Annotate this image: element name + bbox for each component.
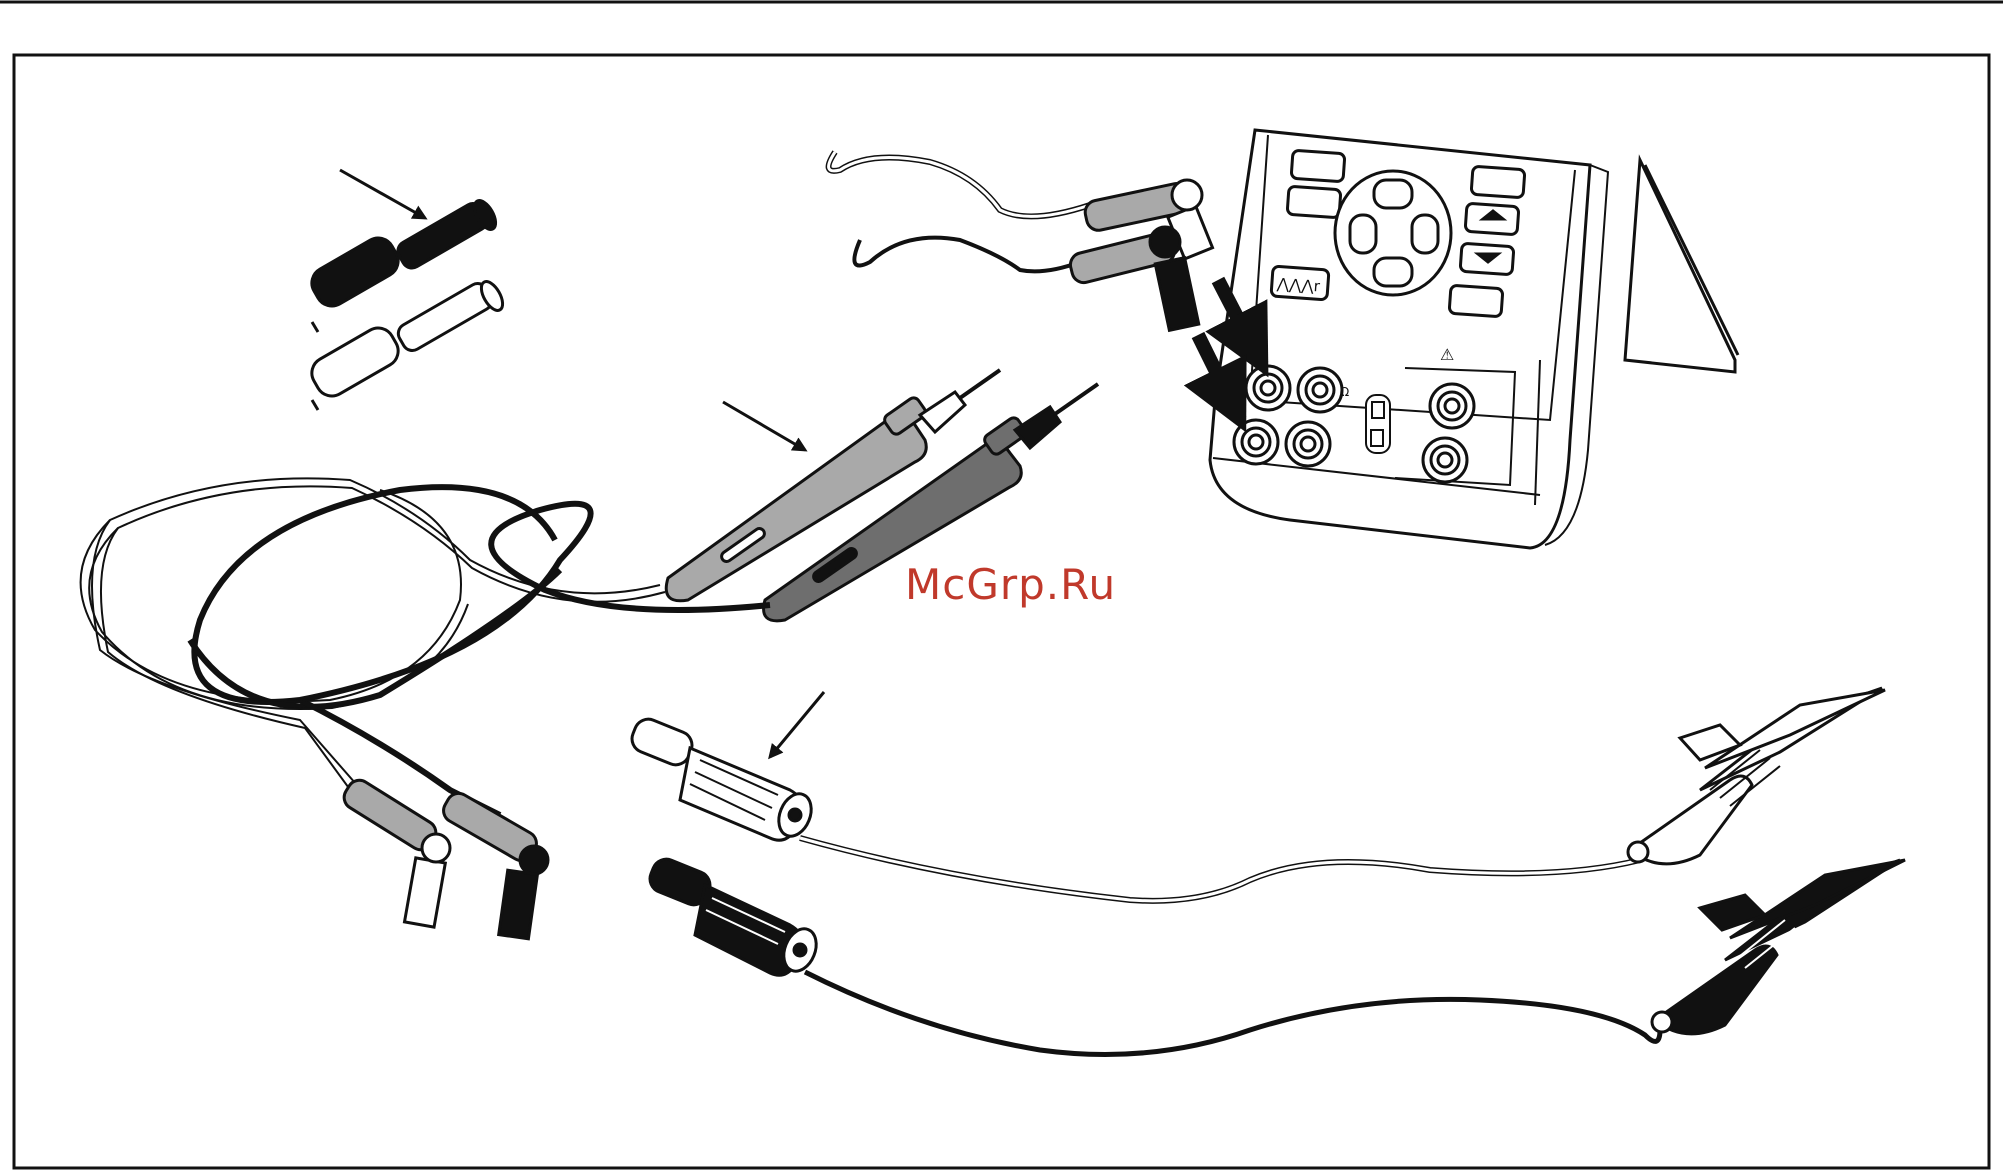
meter-stand	[1625, 160, 1735, 372]
meter-nav-down	[1374, 258, 1412, 286]
watermark-text: McGrp.Ru	[905, 560, 1116, 609]
arrow-icon	[340, 170, 425, 218]
arrow-icon	[770, 692, 824, 757]
multimeter-icon: ⋀⋀⋀r ⚠ Ω	[1210, 130, 1738, 548]
white-lead-to-meter	[829, 152, 1090, 216]
meter-jack	[1234, 420, 1278, 464]
meter-jack	[1423, 438, 1467, 482]
white-banana-lead-core	[800, 838, 1640, 901]
meter-jack	[1298, 368, 1342, 412]
banana-plug-icon	[646, 855, 822, 976]
right-angle-plug-black	[1068, 227, 1199, 330]
meter-key	[1449, 285, 1503, 317]
meter-warning-symbol: ⚠	[1440, 345, 1454, 364]
meter-slide-knob	[1371, 430, 1383, 446]
right-angle-plug-white	[340, 776, 450, 927]
meter-jack	[1430, 384, 1474, 428]
alligator-clip-icon	[1628, 688, 1885, 864]
meter-key	[1287, 186, 1341, 218]
meter-jack	[1286, 422, 1330, 466]
black-lead-to-meter	[854, 238, 1080, 272]
meter-slide-knob	[1372, 402, 1384, 418]
meter-nav-up	[1374, 180, 1412, 208]
meter-nav-right	[1412, 215, 1438, 253]
black-coiled-lead	[190, 487, 770, 815]
meter-key	[1471, 166, 1525, 198]
meter-jack	[1246, 366, 1290, 410]
meter-nav-left	[1350, 215, 1376, 253]
right-angle-plug-black	[439, 789, 548, 939]
arrow-icon	[723, 402, 805, 450]
black-banana-lead	[805, 972, 1660, 1055]
meter-key	[1291, 150, 1345, 182]
white-coiled-lead	[81, 478, 665, 806]
meter-key-legend: ⋀⋀⋀r	[1275, 274, 1321, 295]
alligator-clip-icon	[1652, 860, 1905, 1034]
